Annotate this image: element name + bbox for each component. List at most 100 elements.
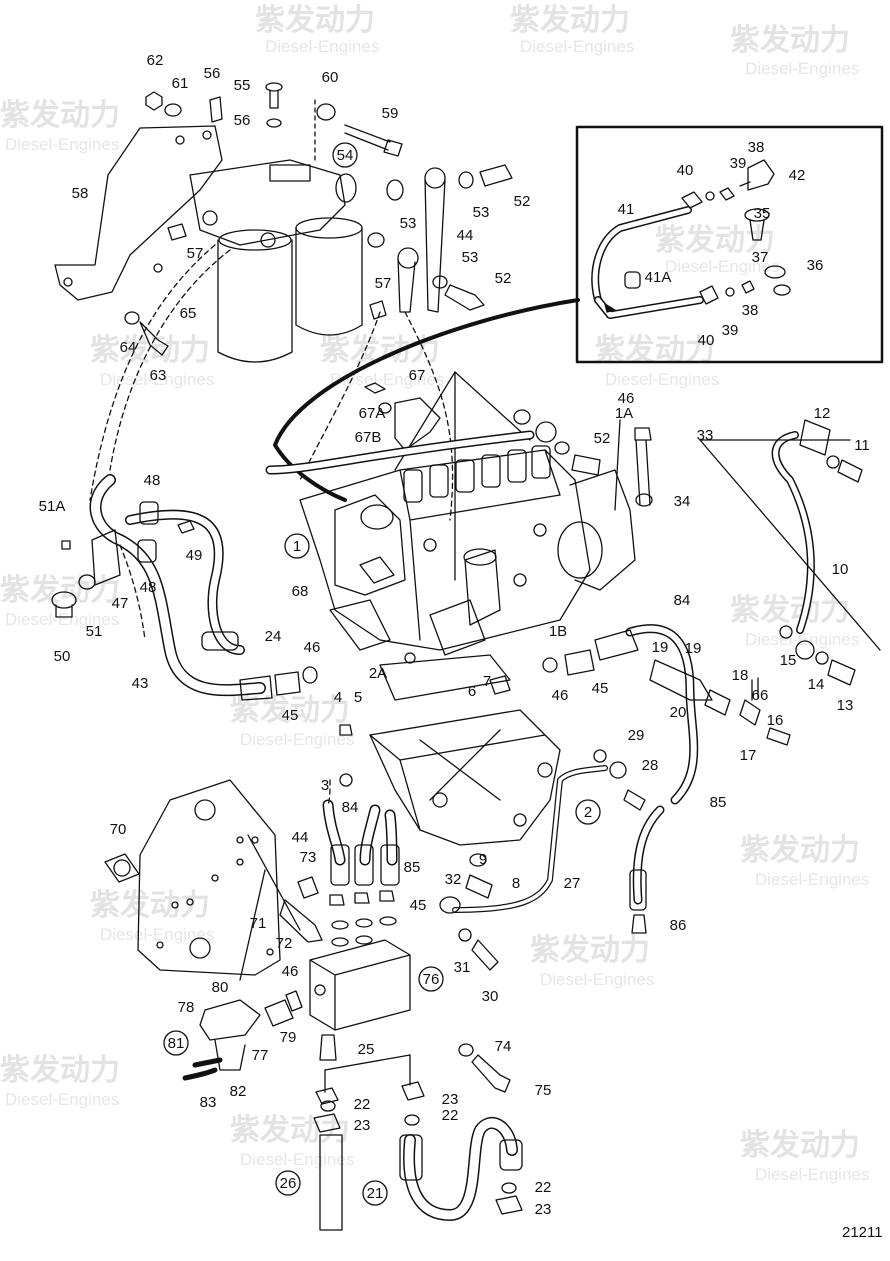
- nut-40-top: [681, 191, 703, 209]
- part-number-label: 1B: [549, 623, 567, 640]
- union-77: [264, 999, 294, 1027]
- plate-hole: [156, 941, 164, 949]
- wire-83: [182, 1057, 223, 1081]
- leader: [239, 834, 301, 981]
- part-number-label: 72: [276, 935, 293, 952]
- leader: [614, 419, 621, 511]
- feed-pump-68: [334, 494, 406, 596]
- part-number-label: 2: [584, 804, 592, 821]
- part-number-label: 85: [404, 859, 421, 876]
- mounting-plate-69: [137, 779, 281, 976]
- watermark-cn: 紫发动力: [530, 934, 650, 967]
- part-number-label: 50: [54, 648, 71, 665]
- washer-11: [826, 455, 840, 469]
- part-number-label: 68: [292, 583, 309, 600]
- part-number-label: 77: [252, 1047, 269, 1064]
- hose-top-inner: [267, 432, 533, 473]
- washer-46: [355, 935, 373, 945]
- part-number-label: 32: [445, 871, 462, 888]
- part-number-label: 34: [674, 493, 691, 510]
- part-number-label: 22: [354, 1096, 371, 1113]
- detail-inset-frame: [575, 125, 884, 364]
- part-number-label: 30: [482, 988, 499, 1005]
- bolt-6: [489, 675, 511, 695]
- hose-ferrule: [399, 1134, 423, 1181]
- part-number-label: 39: [722, 322, 739, 339]
- filter-cartridge-65-right: [295, 227, 363, 336]
- washer-67b: [378, 402, 392, 414]
- part-number-label: 8: [512, 875, 520, 892]
- bolt-30: [471, 939, 499, 971]
- hose-ferrule: [629, 869, 647, 911]
- bolt-67a: [364, 382, 386, 394]
- part-number-label: 41A: [645, 269, 672, 286]
- plate-hole: [211, 874, 219, 882]
- part-number-label: 3: [321, 777, 329, 794]
- part-number-label: 29: [628, 727, 645, 744]
- sensor-80: [199, 999, 261, 1041]
- part-number-label: 45: [282, 707, 299, 724]
- part-number-label: 43: [132, 675, 149, 692]
- washer-46: [513, 409, 531, 425]
- part-number-label: 52: [514, 193, 531, 210]
- bracket-ribs: [419, 729, 501, 801]
- nut-23: [313, 1113, 341, 1133]
- part-number-label: 60: [322, 69, 339, 86]
- part-number-label: 55: [234, 77, 251, 94]
- pipe-to-pump: [273, 298, 580, 502]
- plate-2a: [379, 654, 511, 701]
- part-number-label: 12: [814, 405, 831, 422]
- part-number-label: 15: [780, 652, 797, 669]
- bolt-75: [471, 1054, 511, 1093]
- filter-cartridge-top: [295, 217, 363, 239]
- callout-circle: [362, 1180, 388, 1206]
- part-number-label: 67B: [355, 429, 382, 446]
- part-number-label: 23: [442, 1091, 459, 1108]
- pin-66: [751, 677, 759, 701]
- washer-61: [164, 103, 182, 117]
- bracket-hole: [537, 762, 553, 778]
- part-number-label: 62: [147, 52, 164, 69]
- part-number-label: 23: [354, 1117, 371, 1134]
- callout-circle: [163, 1030, 189, 1056]
- part-number-label: 1A: [615, 405, 633, 422]
- part-number-label: 44: [292, 829, 309, 846]
- banjo-fitting: [795, 640, 815, 660]
- banjo-12: [799, 419, 831, 456]
- part-number-label: 51: [86, 623, 103, 640]
- watermark-en: Diesel-Engines: [5, 610, 119, 629]
- part-number-label: 59: [382, 105, 399, 122]
- watermark-cn: 紫发动力: [730, 594, 850, 627]
- part-number-label: 19: [685, 640, 702, 657]
- part-number-label: 71: [250, 915, 267, 932]
- bolt-72: [279, 899, 323, 943]
- part-number-label: 82: [230, 1083, 247, 1100]
- washer-46: [331, 920, 349, 930]
- watermark-en: Diesel-Engines: [240, 1150, 354, 1169]
- hose-ferrule: [354, 844, 374, 886]
- governor-housing: [569, 469, 636, 591]
- part-number-label: 53: [400, 215, 417, 232]
- injection-pump-body: [299, 449, 591, 651]
- part-number-label: 40: [698, 332, 715, 349]
- banjo-42: [747, 159, 775, 191]
- watermark-cn: 紫发动力: [230, 1114, 350, 1147]
- watermark-en: Diesel-Engines: [755, 1165, 869, 1184]
- callout-circle: [418, 966, 444, 992]
- callout-circle: [275, 1170, 301, 1196]
- part-number-label: 76: [423, 971, 440, 988]
- watermark-en: Diesel-Engines: [100, 925, 214, 944]
- washer-9: [469, 853, 487, 867]
- bolt-16: [766, 727, 791, 746]
- pump-bolt: [423, 538, 437, 552]
- hose-48-inner: [126, 511, 244, 654]
- watermark-en: Diesel-Engines: [100, 370, 214, 389]
- filter-outlet: [335, 173, 357, 203]
- washer-56: [266, 118, 282, 128]
- banjo-fitting: [397, 247, 419, 313]
- part-number-label: 52: [594, 430, 611, 447]
- governor-cover: [557, 521, 603, 579]
- part-number-label: 47: [112, 595, 129, 612]
- part-number-label: 52: [495, 270, 512, 287]
